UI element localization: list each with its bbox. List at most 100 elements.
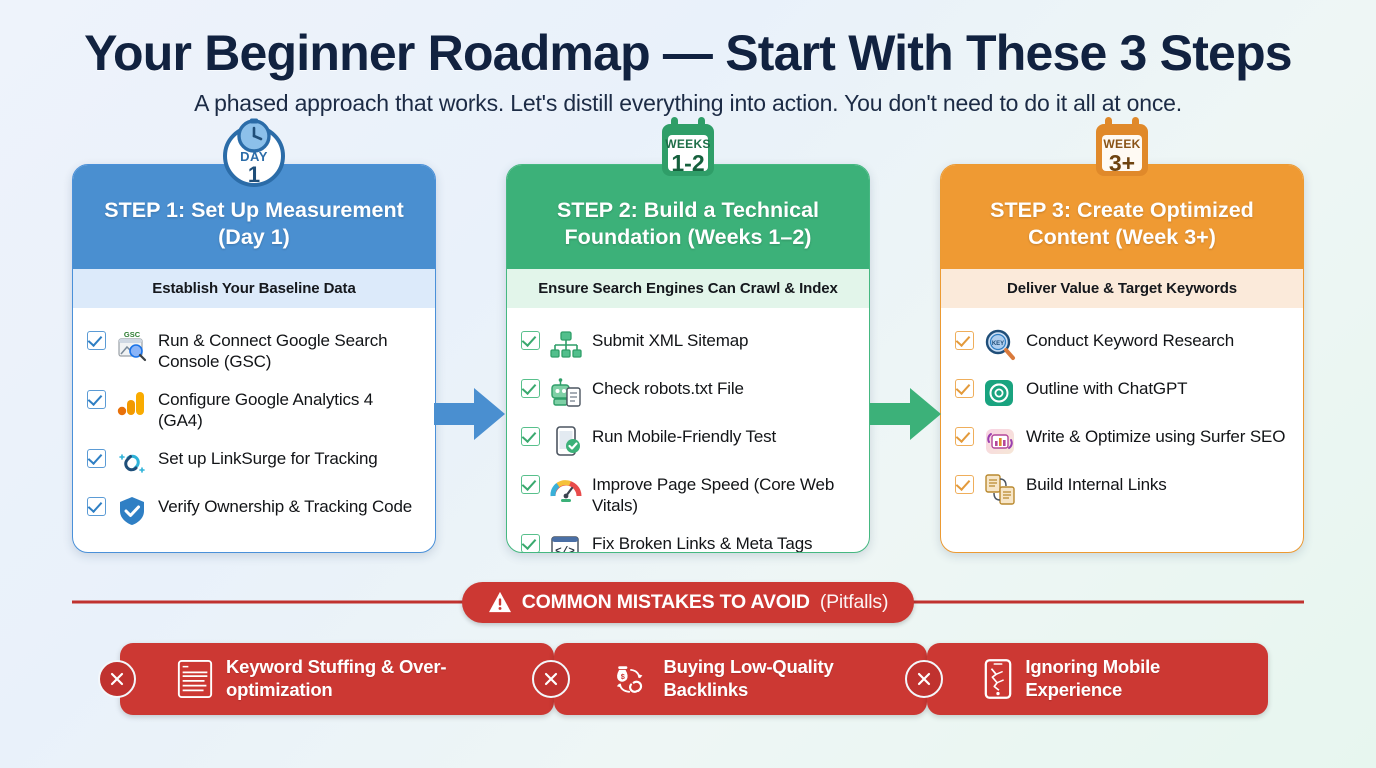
checkbox-checked-icon[interactable] <box>521 427 540 446</box>
steps-row: DAY 1 STEP 1: Set Up Measurement (Day 1)… <box>0 117 1376 553</box>
page-header: Your Beginner Roadmap — Start With These… <box>0 0 1376 117</box>
checklist-item-label: Fix Broken Links & Meta Tags <box>592 533 813 553</box>
checkbox-checked-icon[interactable] <box>521 475 540 494</box>
pitfalls-row: Keyword Stuffing & Over-optimization $ B… <box>0 643 1376 715</box>
checkbox-checked-icon[interactable] <box>955 331 974 350</box>
checkbox-checked-icon[interactable] <box>955 475 974 494</box>
pitfall-low-quality-backlinks[interactable]: $ Buying Low-Quality Backlinks <box>531 643 928 715</box>
close-x-icon <box>531 660 570 698</box>
checklist-item-label: Build Internal Links <box>1026 475 1167 494</box>
step-card-3[interactable]: WEEK 3+ STEP 3: Create Optimized Content… <box>940 117 1304 553</box>
checklist-item-label: Configure Google Analytics 4 (GA4) <box>158 389 374 431</box>
checklist-item-label: Write & Optimize using Surfer SEO <box>1026 427 1286 446</box>
checkbox-checked-icon[interactable] <box>521 331 540 350</box>
keyword-stuffing-icon <box>176 658 214 700</box>
svg-text:GSC: GSC <box>124 330 141 339</box>
checkbox-checked-icon[interactable] <box>87 448 106 468</box>
checklist-item[interactable]: KEY Conduct Keyword Research <box>955 322 1287 367</box>
step-2-heading: STEP 2: Build a Technical Foundation (We… <box>507 165 869 269</box>
badge-label-line1: WEEK <box>1103 137 1141 151</box>
pitfall-ignoring-mobile[interactable]: Ignoring Mobile Experience <box>905 643 1268 715</box>
svg-text:KEY: KEY <box>992 341 1004 347</box>
checklist-item[interactable]: Verify Ownership & Tracking Code <box>87 488 419 533</box>
svg-text:$: $ <box>620 672 624 681</box>
common-mistakes-label: COMMON MISTAKES TO AVOID <box>521 590 810 613</box>
step-card-2[interactable]: WEEKS 1-2 STEP 2: Build a Technical Foun… <box>506 117 870 553</box>
checklist-item[interactable]: Build Internal Links <box>955 466 1287 511</box>
step-1-checklist: GSC Run & Connect Google Search Console … <box>73 308 435 552</box>
common-mistakes-divider: COMMON MISTAKES TO AVOID (Pitfalls) <box>0 578 1376 626</box>
checklist-item[interactable]: Set up LinkSurge for Tracking <box>87 440 419 485</box>
checkbox-checked-icon[interactable] <box>87 496 106 516</box>
warning-triangle-icon <box>488 591 512 613</box>
badge-week-3-plus: WEEK 3+ <box>1085 114 1159 188</box>
link-sparkle-icon <box>115 446 149 480</box>
checklist-item[interactable]: Improve Page Speed (Core Web Vitals) <box>521 466 853 522</box>
badge-label-line1: DAY <box>240 149 268 164</box>
page-title: Your Beginner Roadmap — Start With These… <box>84 25 1292 81</box>
close-x-icon <box>98 660 136 698</box>
checkbox-checked-icon[interactable] <box>521 533 540 552</box>
close-x-icon <box>905 660 944 698</box>
step-card-1[interactable]: DAY 1 STEP 1: Set Up Measurement (Day 1)… <box>72 118 436 553</box>
badge-label-line1: WEEKS <box>665 137 711 151</box>
badge-weeks-1-2: WEEKS 1-2 <box>651 114 725 188</box>
checklist-item[interactable]: </> Fix Broken Links & Meta Tags <box>521 525 853 553</box>
checklist-item-label: Submit XML Sitemap <box>592 331 749 350</box>
checkbox-checked-icon[interactable] <box>955 379 974 398</box>
step-2-checklist: Submit XML Sitemap <box>507 308 869 553</box>
checkbox-checked-icon[interactable] <box>87 331 106 350</box>
pitfall-label: Ignoring Mobile Experience <box>1025 656 1161 700</box>
common-mistakes-banner: COMMON MISTAKES TO AVOID (Pitfalls) <box>461 581 915 623</box>
step-3-card: STEP 3: Create Optimized Content (Week 3… <box>940 164 1304 553</box>
badge-day-1: DAY 1 <box>217 114 291 188</box>
checklist-item[interactable]: Outline with ChatGPT <box>955 370 1287 415</box>
sitemap-icon <box>549 328 583 362</box>
checklist-item[interactable]: Configure Google Analytics 4 (GA4) <box>87 381 419 437</box>
checklist-item[interactable]: GSC Run & Connect Google Search Console … <box>87 322 419 378</box>
pitfall-label: Keyword Stuffing & Over-optimization <box>226 656 447 700</box>
surfer-seo-icon <box>983 424 1017 458</box>
checklist-item-label: Set up LinkSurge for Tracking <box>158 448 378 468</box>
chatgpt-icon <box>983 376 1017 410</box>
cracked-phone-icon <box>983 657 1013 701</box>
step-3-heading: STEP 3: Create Optimized Content (Week 3… <box>941 165 1303 269</box>
speed-gauge-icon <box>549 472 583 506</box>
keyword-magnifier-icon: KEY <box>983 328 1017 362</box>
broken-code-icon: </> <box>549 531 583 552</box>
checklist-item-label: Outline with ChatGPT <box>1026 379 1188 398</box>
robot-file-icon <box>549 376 583 410</box>
google-search-console-icon: GSC <box>115 328 149 362</box>
step-1-subheading: Establish Your Baseline Data <box>73 269 435 308</box>
badge-label-line2: 1 <box>247 162 261 187</box>
money-backlink-icon: $ <box>610 658 652 700</box>
google-analytics-icon <box>115 387 149 421</box>
pitfall-keyword-stuffing[interactable]: Keyword Stuffing & Over-optimization <box>98 643 554 715</box>
checklist-item[interactable]: Check robots.txt File <box>521 370 853 415</box>
step-1-card: STEP 1: Set Up Measurement (Day 1) Estab… <box>72 164 436 553</box>
arrow-step2-to-step3 <box>870 386 942 442</box>
mobile-check-icon <box>549 424 583 458</box>
step-2-card: STEP 2: Build a Technical Foundation (We… <box>506 164 870 553</box>
page-subtitle: A phased approach that works. Let's dist… <box>194 90 1182 116</box>
step-1-heading: STEP 1: Set Up Measurement (Day 1) <box>73 165 435 269</box>
checkbox-checked-icon[interactable] <box>521 379 540 398</box>
checkbox-checked-icon[interactable] <box>87 389 106 409</box>
badge-label-line2: 3+ <box>1108 150 1136 176</box>
badge-label-line2: 1-2 <box>671 150 705 176</box>
common-mistakes-suffix: (Pitfalls) <box>819 590 889 613</box>
checklist-item-label: Run & Connect Google Search Console (GSC… <box>158 331 388 372</box>
checklist-item-label: Verify Ownership & Tracking Code <box>158 496 413 516</box>
checkbox-checked-icon[interactable] <box>955 427 974 446</box>
checklist-item-label: Run Mobile-Friendly Test <box>592 427 777 446</box>
checklist-item-label: Improve Page Speed (Core Web Vitals) <box>592 475 835 516</box>
checklist-item[interactable]: Run Mobile-Friendly Test <box>521 418 853 463</box>
checklist-item[interactable]: Write & Optimize using Surfer SEO <box>955 418 1287 463</box>
step-3-checklist: KEY Conduct Keyword Research <box>941 308 1303 552</box>
shield-check-icon <box>115 494 149 528</box>
arrow-step1-to-step2 <box>434 386 506 442</box>
pitfall-label: Buying Low-Quality Backlinks <box>663 656 834 700</box>
checklist-item-label: Conduct Keyword Research <box>1026 331 1235 350</box>
checklist-item[interactable]: Submit XML Sitemap <box>521 322 853 367</box>
step-2-subheading: Ensure Search Engines Can Crawl & Index <box>507 269 869 308</box>
